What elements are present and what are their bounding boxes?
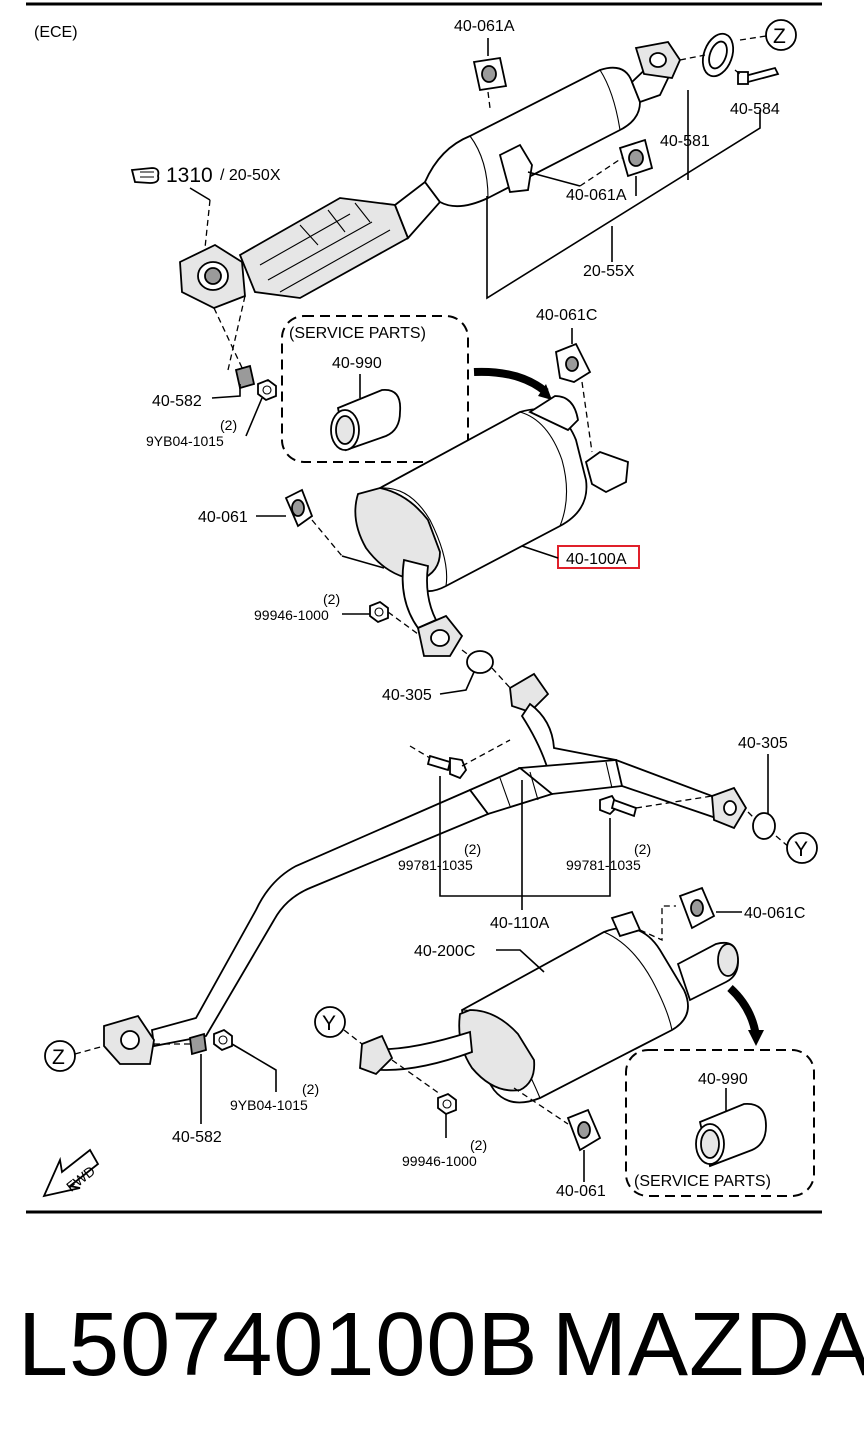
pipe-40-990-bot [695,1103,767,1168]
marker-z-bot: Z [44,1040,105,1072]
part-number: L50740100B [18,1295,539,1395]
qty-99946-bot: (2) [470,1137,487,1153]
fwd-arrow-icon: FWD [42,1148,100,1198]
catalytic-converter-assembly [179,32,780,309]
label-40-584: 40-584 [730,101,780,118]
qty-9YB04-top: (2) [220,417,237,433]
nut-9YB04-bot [213,1028,233,1052]
label-40-990-bot: 40-990 [698,1071,748,1088]
label-40-061C-top: 40-061C [536,307,597,324]
label-40-100A: 40-100A [566,551,627,568]
qty-99946-top: (2) [323,591,340,607]
gasket-40-305-left [466,650,494,674]
qty-99781-left: (2) [464,841,481,857]
label-99781-left: 99781-1035 [398,857,473,873]
label-40-061C-bot: 40-061C [744,905,805,922]
label-40-061A-top: 40-061A [454,18,515,35]
svg-text:Z: Z [52,1046,65,1069]
marker-y-right: Y [786,832,818,864]
service-parts-box-top [281,315,469,463]
hanger-40-061-bot [566,1108,602,1152]
hanger-40-061A-mid [618,138,654,178]
pipe-40-990-top [330,389,402,452]
label-9YB04-top: 9YB04-1015 [146,433,224,449]
svg-text:Y: Y [322,1012,336,1035]
label-9YB04-bot: 9YB04-1015 [230,1097,308,1113]
nut-99946-top [369,600,389,624]
muffler-40-200C [359,910,739,1104]
label-40-305-right: 40-305 [738,735,788,752]
highlight-box-40-100A [557,545,640,569]
gasket-40-305-right [752,812,776,840]
label-40-990-top: 40-990 [332,355,382,372]
hanger-40-061-mid [284,488,314,528]
label-40-200C: 40-200C [414,943,475,960]
bolt-99781-right [599,794,638,818]
stud-40-582-top [234,364,256,390]
marker-z-top: Z [739,19,797,51]
hand-pointer-icon [130,167,160,184]
ref-1310: 1310 [166,164,213,187]
svg-text:Z: Z [773,25,786,48]
label-40-582-bot: 40-582 [172,1129,222,1146]
muffler-40-100A [341,395,629,657]
label-99946-top: 99946-1000 [254,607,329,623]
bolt-99781-left [426,754,468,780]
label-40-305-left: 40-305 [382,687,432,704]
label-40-110A: 40-110A [490,915,550,932]
variant-label: (ECE) [34,24,78,41]
label-40-061-mid: 40-061 [198,509,248,526]
hanger-40-061C-bot [678,886,716,930]
label-40-582-top: 40-582 [152,393,202,410]
nut-9YB04-top [257,378,277,402]
brand-name: MAZDA [552,1295,864,1395]
footer: L50740100B MAZDA [0,1290,864,1420]
y-pipe-40-110A [103,672,748,1065]
hanger-40-061C-top [555,342,592,383]
marker-y-left: Y [314,1006,363,1045]
service-parts-box-bot [625,1049,815,1197]
svg-text:Y: Y [794,838,808,861]
nut-99946-bot [437,1092,457,1116]
exhaust-system-diagram: 1310 / 20-50X (SERVICE PARTS) [26,2,822,1214]
ref-1310-suffix: / 20-50X [220,167,281,184]
qty-9YB04-bot: (2) [302,1081,319,1097]
service-parts-label-bot: (SERVICE PARTS) [634,1173,771,1190]
stud-40-582-bot [189,1032,207,1056]
label-20-55X: 20-55X [583,263,635,280]
qty-99781-right: (2) [634,841,651,857]
label-40-061-bot: 40-061 [556,1183,606,1200]
label-40-581: 40-581 [660,133,710,150]
hanger-40-061A-top [472,56,508,92]
service-parts-label-top: (SERVICE PARTS) [289,325,426,342]
label-40-061A-mid: 40-061A [566,187,627,204]
label-99946-bot: 99946-1000 [402,1153,477,1169]
label-99781-right: 99781-1035 [566,857,641,873]
